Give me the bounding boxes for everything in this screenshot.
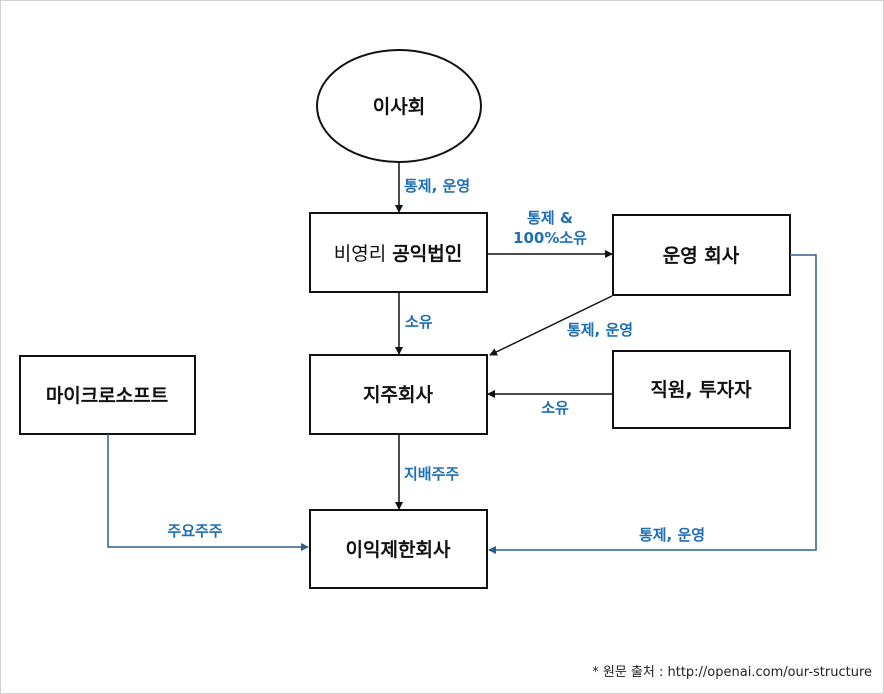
node-microsoft: 마이크로소프트 [19, 355, 196, 435]
node-capped-profit: 이익제한회사 [309, 509, 488, 589]
node-operating-company: 운영 회사 [612, 214, 791, 296]
edge-label-nonprofit-operating-2: 100%소유 [513, 229, 587, 247]
edge-label-operating-holding: 통제, 운영 [567, 321, 633, 339]
node-nonprofit-prefix: 비영리 [334, 243, 386, 265]
node-holding-label: 지주회사 [363, 384, 433, 406]
node-employees-investors: 직원, 투자자 [612, 350, 791, 429]
node-holding-company: 지주회사 [309, 354, 488, 435]
node-operating-label: 운영 회사 [663, 245, 740, 267]
edge-label-operating-capped: 통제, 운영 [639, 526, 705, 544]
edge-label-employees-holding: 소유 [541, 399, 569, 417]
node-capped-label: 이익제한회사 [346, 539, 451, 561]
edge-microsoft-capped [107, 434, 309, 551]
edge-label-holding-capped: 지배주주 [404, 465, 459, 483]
edge-label-board-nonprofit: 통제, 운영 [404, 177, 470, 195]
node-board: 이사회 [316, 49, 482, 163]
node-microsoft-label: 마이크로소프트 [46, 385, 168, 407]
edge-operating-capped [488, 254, 817, 554]
node-nonprofit: 비영리 공익법인 [309, 212, 488, 293]
node-employees-label: 직원, 투자자 [650, 379, 752, 401]
edge-label-nonprofit-holding: 소유 [405, 313, 433, 331]
edge-operating-holding [489, 295, 613, 356]
edge-label-microsoft-capped: 주요주주 [167, 522, 222, 540]
svg-text:비영리 공익법인: 비영리 공익법인 [334, 243, 462, 265]
edge-label-nonprofit-operating-1: 통제 & [527, 209, 573, 227]
node-nonprofit-main: 공익법인 [392, 243, 462, 265]
source-note: * 원문 출처 : http://openai.com/our-structur… [592, 665, 872, 680]
node-board-label: 이사회 [373, 96, 425, 118]
